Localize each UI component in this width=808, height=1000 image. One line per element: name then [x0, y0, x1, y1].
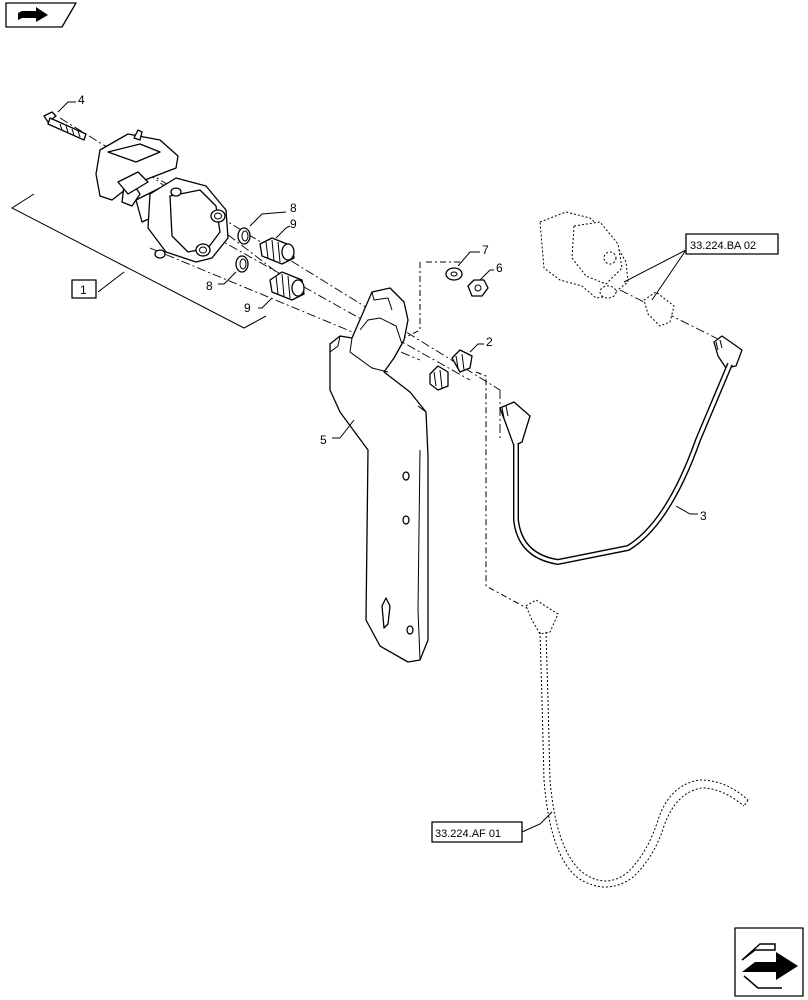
label-9-upper: 9 [290, 217, 297, 231]
reference-af-text: 33.224.AF 01 [435, 828, 501, 840]
o-ring-part-8-upper [237, 227, 251, 245]
next-page-arrow-icon[interactable] [734, 927, 804, 997]
label-3: 3 [700, 509, 707, 523]
navigation-arrow-icon[interactable] [5, 2, 77, 28]
label-9-lower: 9 [244, 301, 251, 315]
mounting-bracket-part-5 [329, 287, 429, 663]
hose-part-3 [499, 335, 743, 566]
washer-part-7 [445, 267, 463, 281]
label-8-upper: 8 [290, 201, 297, 215]
nut-part-6 [467, 279, 489, 297]
label-8-lower: 8 [206, 279, 213, 293]
reference-box-af[interactable]: 33.224.AF 01 [431, 811, 553, 843]
fitting-part-2 [451, 349, 473, 373]
fitting-part-9-upper [259, 237, 295, 265]
label-4: 4 [78, 93, 85, 107]
label-5: 5 [320, 433, 327, 447]
label-1: 1 [80, 283, 87, 297]
bolt-part-4 [43, 111, 87, 141]
valve-body [95, 129, 229, 263]
label-7: 7 [482, 243, 489, 257]
reference-ba-text: 33.224.BA 02 [690, 240, 756, 252]
label-6: 6 [496, 261, 503, 275]
label-2: 2 [486, 335, 493, 349]
o-ring-part-8-lower [235, 255, 249, 273]
hose-ref-af [525, 599, 749, 888]
pump-ref-ba [539, 211, 675, 327]
adapter-fitting [429, 365, 449, 391]
fitting-part-9-lower [269, 271, 305, 301]
reference-box-ba[interactable]: 33.224.BA 02 [623, 233, 779, 301]
assembly-bracket-1: 1 [10, 193, 267, 329]
